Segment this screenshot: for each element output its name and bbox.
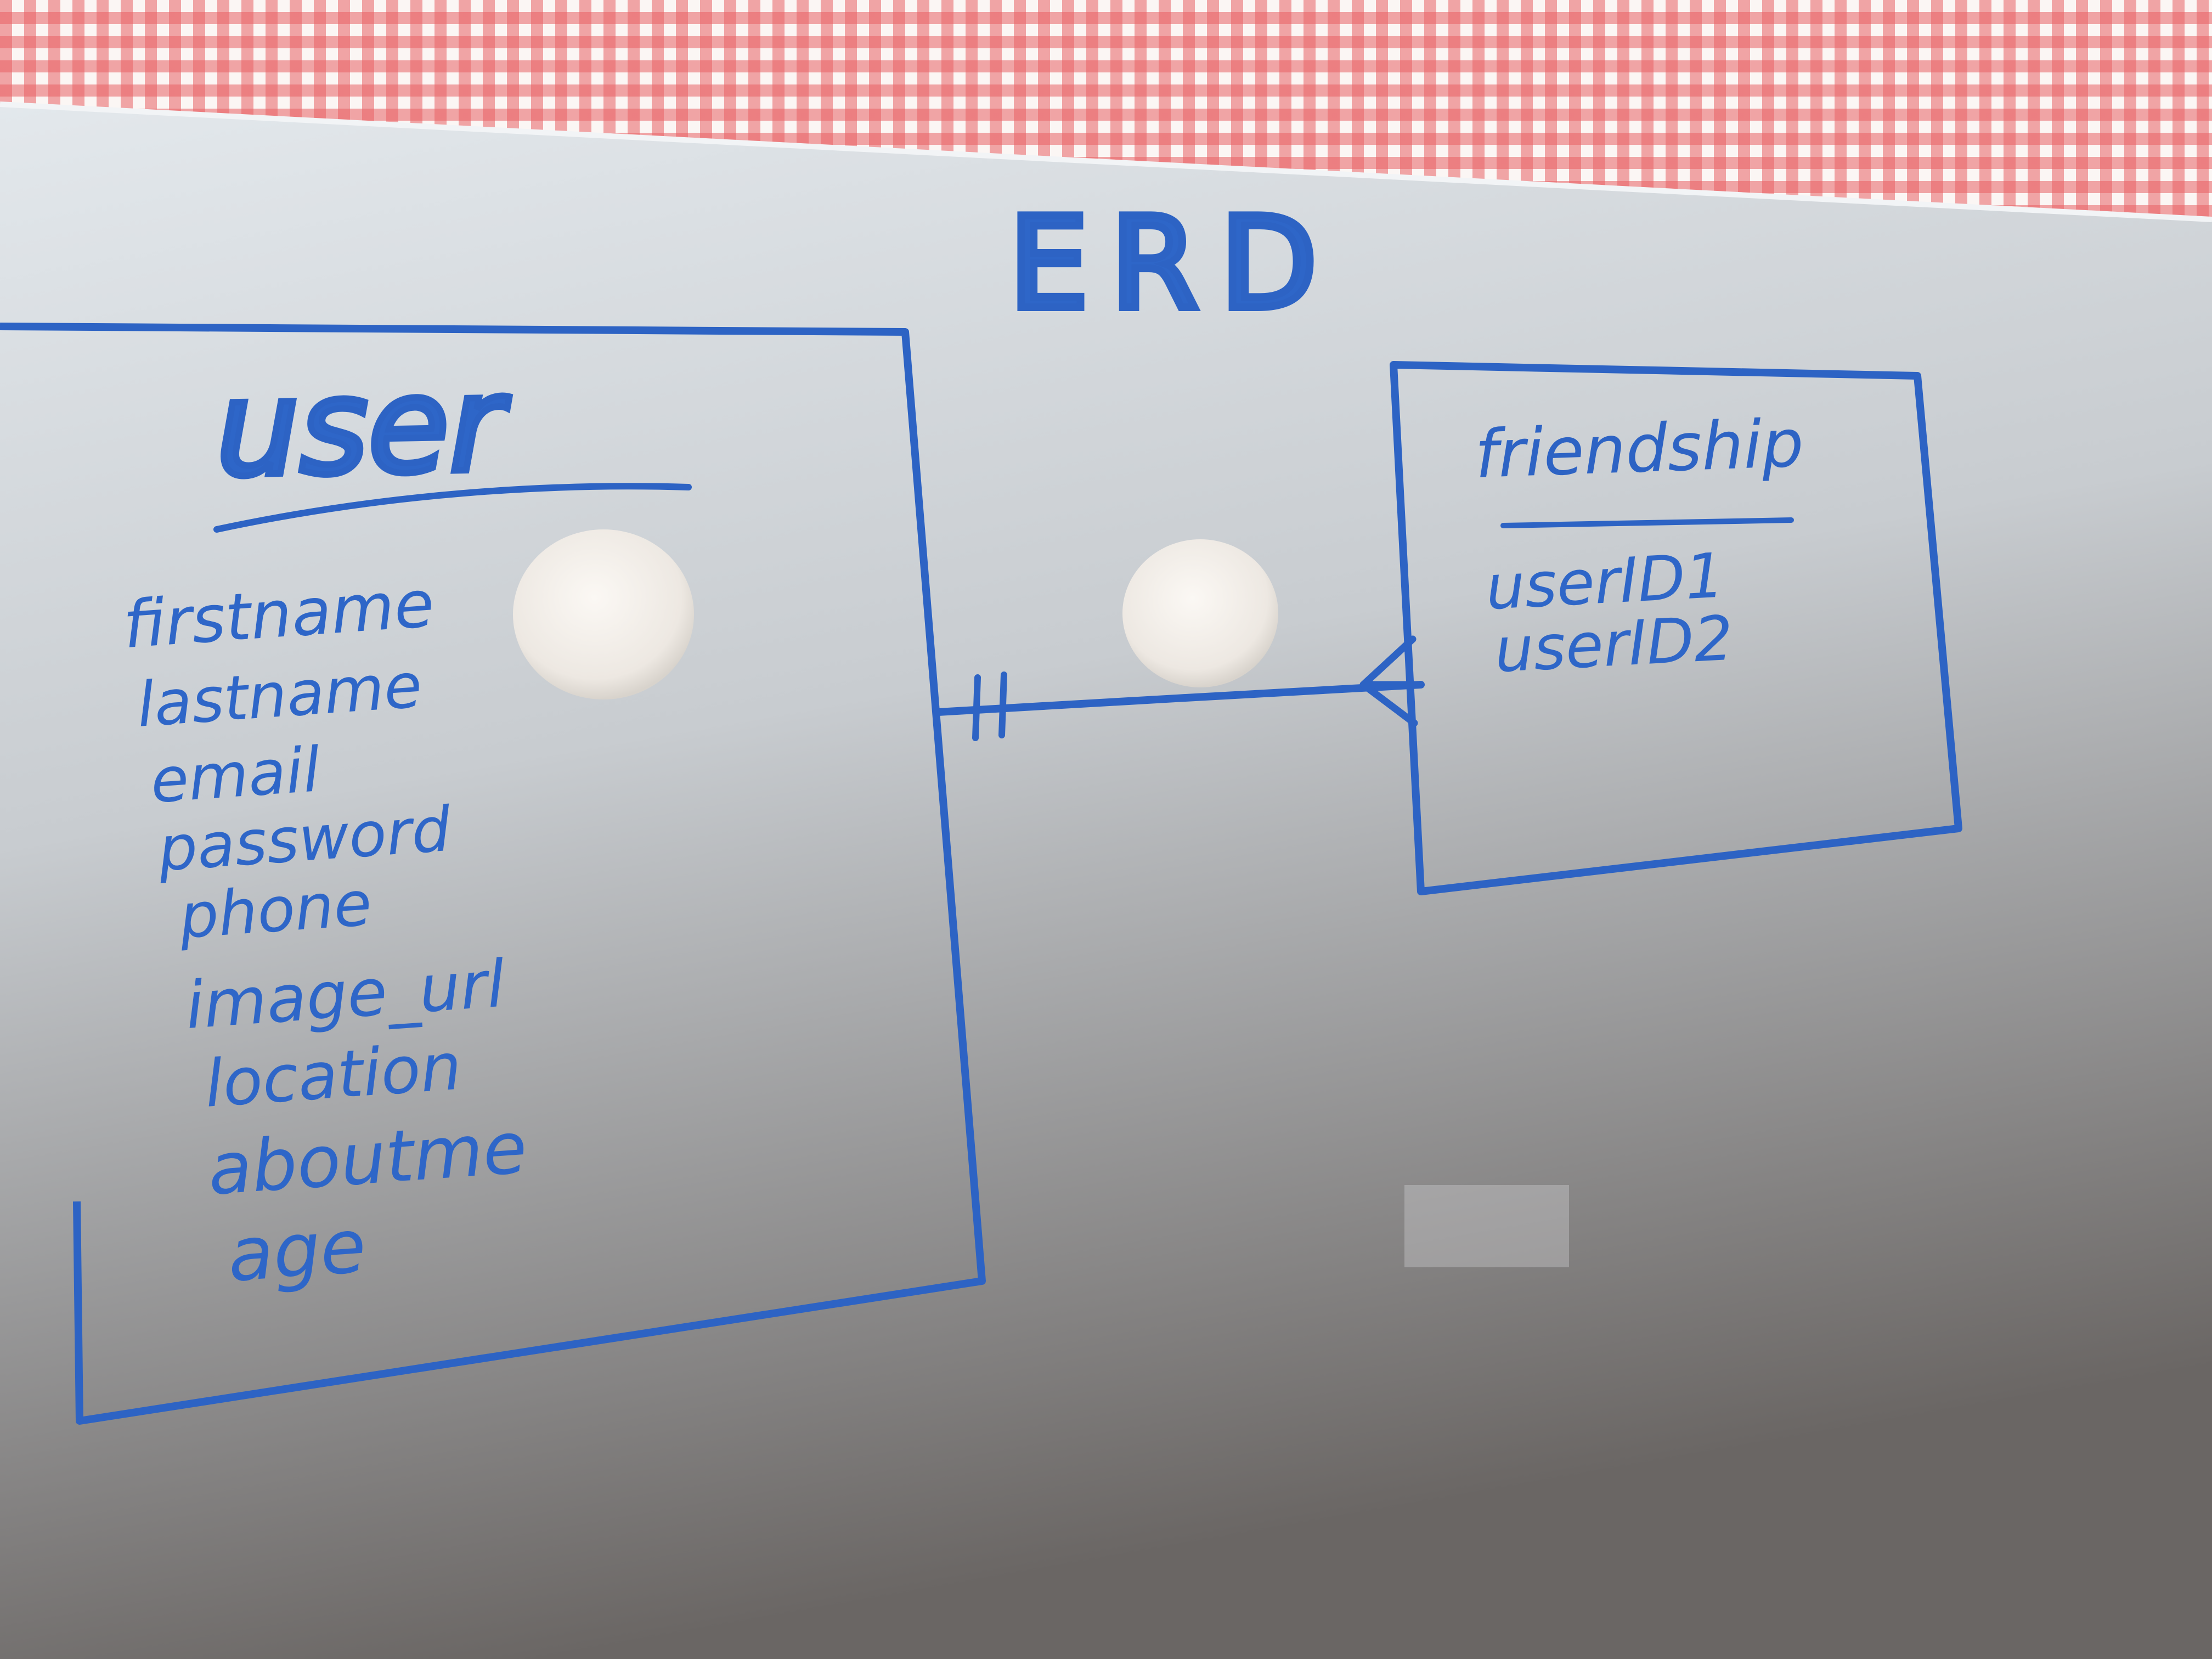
light-reflection-right	[1122, 539, 1278, 687]
user-entity-box	[0, 323, 986, 1425]
cardinality-one-mark-2	[998, 672, 1007, 738]
friendship-attribute-list: userID1 userID2	[1484, 540, 1735, 687]
user-attribute: age	[225, 1203, 369, 1299]
board-edge	[0, 101, 2212, 222]
light-reflection-left	[513, 529, 694, 699]
cardinality-one-mark-1	[972, 674, 981, 741]
friendship-attribute: userID2	[1493, 603, 1735, 687]
user-entity-name: user	[215, 347, 512, 506]
diagram-title: ERD	[1009, 191, 1339, 337]
friendship-entity-box	[1390, 361, 1962, 895]
user-attribute: email	[148, 734, 322, 817]
relationship-line	[934, 681, 1425, 716]
cardinality-many-crowfoot	[1359, 635, 1425, 727]
glare-patch	[1404, 1185, 1569, 1267]
user-entity-underline	[213, 483, 692, 533]
user-attribute: phone	[177, 868, 374, 952]
friendship-attribute: userID1	[1484, 540, 1726, 624]
user-attribute: location	[202, 1029, 464, 1122]
board-surface	[0, 104, 2212, 1659]
friendship-entity-underline	[1500, 517, 1794, 528]
friendship-entity-name: friendship	[1474, 405, 1805, 493]
